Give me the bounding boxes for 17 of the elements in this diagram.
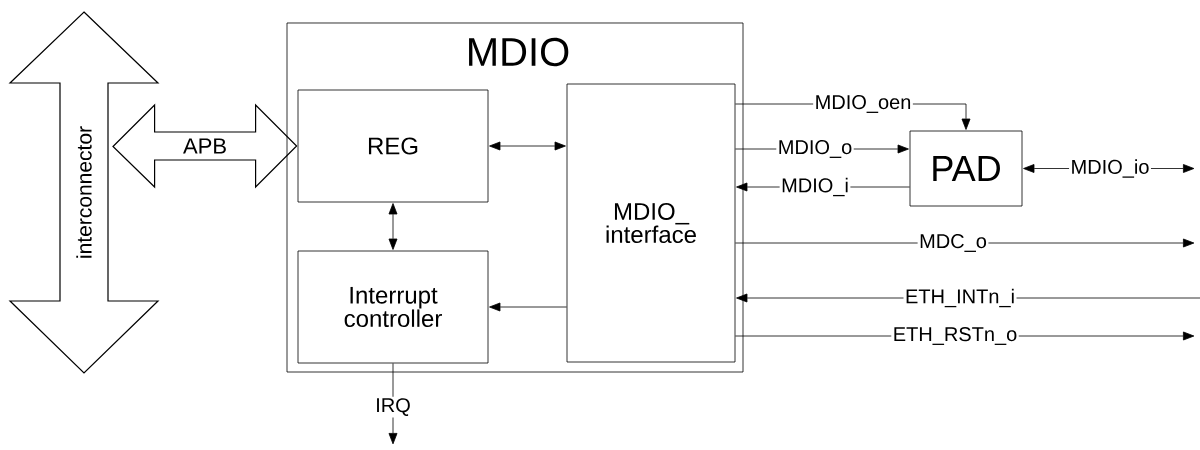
edge-label: MDC_o: [917, 232, 989, 254]
edge-label: IRQ: [373, 396, 413, 418]
edge-label: ETH_INTn_i: [903, 287, 1017, 309]
edge-label: APB: [183, 138, 226, 154]
edge-label: MDIO_oen: [813, 93, 913, 115]
edge-label: MDIO_io: [1069, 157, 1151, 180]
interface-box: MDIO_ interface: [566, 83, 736, 363]
block-arrow: [112, 103, 298, 189]
register-box: REG: [297, 89, 489, 203]
controller-box: Interrupt controller: [297, 250, 489, 364]
edge-label: MDIO_i: [779, 176, 851, 198]
arrow: [489, 141, 566, 151]
edge-label: MDIO_o: [776, 138, 854, 160]
arrow: [489, 302, 567, 312]
edge-label: ETH_RSTn_o: [891, 325, 1019, 347]
arrow: [388, 203, 398, 250]
pad-box: PAD: [909, 130, 1023, 207]
